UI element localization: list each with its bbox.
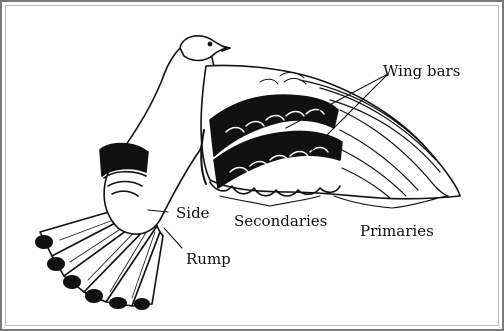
label-wing-bars: Wing bars xyxy=(383,62,460,80)
label-side: Side xyxy=(176,204,210,222)
label-rump: Rump xyxy=(186,250,231,268)
label-primaries: Primaries xyxy=(360,222,434,240)
label-secondaries: Secondaries xyxy=(234,212,327,230)
bird-head xyxy=(180,36,230,61)
